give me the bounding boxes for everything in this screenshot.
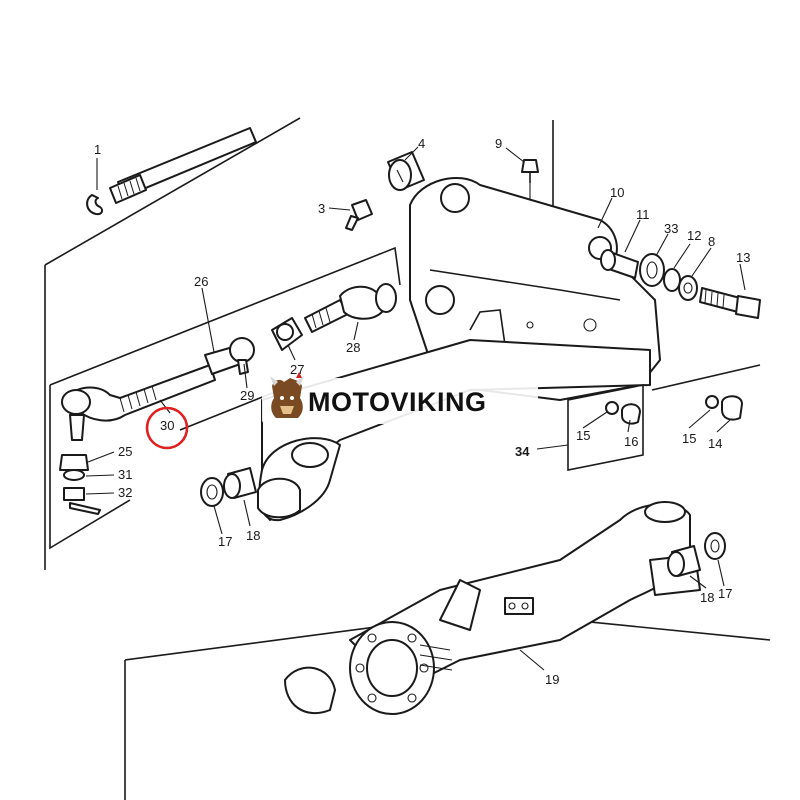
adjuster-27 — [271, 317, 303, 351]
callout-29: 29 — [240, 388, 254, 403]
bushing-4 — [387, 151, 425, 191]
callout-27: 27 — [290, 362, 304, 377]
callout-30: 30 — [160, 418, 174, 433]
kit-box-34 — [567, 384, 644, 471]
clamp-29 — [229, 337, 255, 375]
callout-3: 3 — [318, 201, 325, 216]
callout-34: 34 — [515, 444, 530, 459]
callout-labels: 1 3 4 8 9 10 11 12 13 14 15 15 16 17 17 … — [94, 136, 750, 687]
callout-25: 25 — [118, 444, 132, 459]
brand-watermark: MOTOVIKING — [262, 372, 538, 424]
callout-1: 1 — [94, 142, 101, 157]
callout-26: 26 — [194, 274, 208, 289]
callout-13: 13 — [736, 250, 750, 265]
wheel-hub-flange — [284, 621, 453, 715]
tie-rod-assembly — [61, 344, 247, 441]
castle-nut-32 — [63, 487, 101, 515]
callout-4: 4 — [418, 136, 425, 151]
callout-14: 14 — [708, 436, 722, 451]
callout-9: 9 — [495, 136, 502, 151]
washer-31 — [63, 469, 85, 481]
callout-11: 11 — [636, 207, 650, 222]
callout-12: 12 — [687, 228, 701, 243]
callout-17-right: 17 — [718, 586, 732, 601]
bushing-18-left — [223, 467, 257, 499]
washer-12 — [663, 268, 681, 292]
callout-28: 28 — [346, 340, 360, 355]
grease-fitting-3 — [345, 199, 373, 231]
callout-10: 10 — [610, 185, 624, 200]
leader-lines — [85, 146, 746, 671]
washer-15-outer — [705, 395, 719, 409]
callout-19: 19 — [545, 672, 559, 687]
callout-16: 16 — [624, 434, 638, 449]
axle-beam-upper — [257, 339, 651, 522]
callout-17-left: 17 — [218, 534, 232, 549]
brand-name: MOTOVIKING — [308, 387, 487, 417]
callout-8: 8 — [708, 234, 715, 249]
washer-8 — [678, 275, 698, 301]
viking-logo-icon — [270, 372, 304, 418]
seal-33 — [639, 253, 665, 287]
callout-33: 33 — [664, 221, 678, 236]
callout-32: 32 — [118, 485, 132, 500]
callout-18-right: 18 — [700, 590, 714, 605]
bushing-18-right — [667, 545, 701, 577]
plug-14 — [721, 395, 743, 421]
callout-18-left: 18 — [246, 528, 260, 543]
bushing-11 — [600, 249, 639, 279]
seal-17-right — [704, 532, 726, 560]
highlight-ring-part-30 — [145, 406, 189, 450]
nut-25 — [59, 454, 89, 471]
callout-15-outer: 15 — [682, 431, 696, 446]
callout-15-box: 15 — [576, 428, 590, 443]
steering-shaft — [86, 127, 257, 216]
pin-bolt-13 — [699, 287, 761, 319]
callout-31: 31 — [118, 467, 132, 482]
seal-17-left — [200, 477, 224, 507]
tie-rod-end-28 — [304, 283, 397, 333]
